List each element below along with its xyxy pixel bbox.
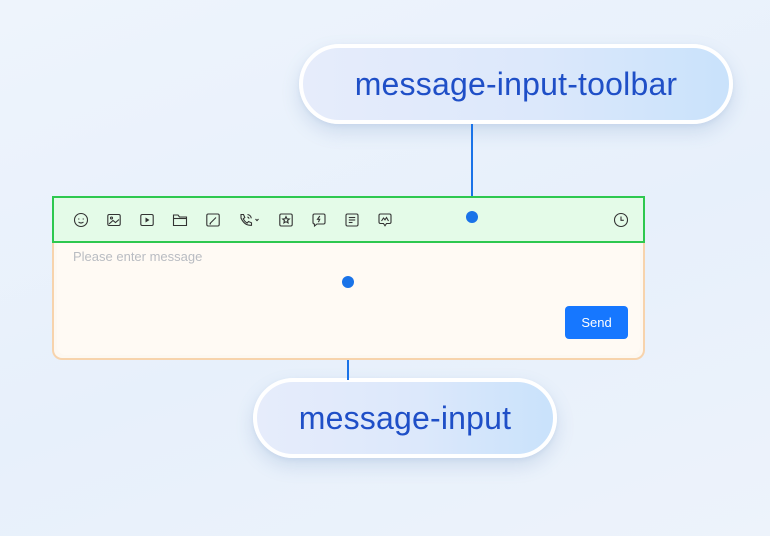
input-callout-text: message-input bbox=[298, 399, 512, 436]
input-callout-label: message-input bbox=[253, 378, 557, 458]
toolbar-callout-label: message-input-toolbar bbox=[299, 44, 733, 124]
send-button[interactable]: Send bbox=[565, 306, 628, 339]
video-icon[interactable] bbox=[139, 212, 155, 228]
note-icon[interactable] bbox=[344, 212, 360, 228]
screenshot-icon[interactable] bbox=[377, 212, 393, 228]
message-input[interactable]: Please enter message Send bbox=[52, 243, 645, 360]
message-input-toolbar bbox=[52, 196, 645, 243]
emoji-icon[interactable] bbox=[73, 212, 89, 228]
star-icon[interactable] bbox=[278, 212, 294, 228]
message-input-placeholder: Please enter message bbox=[73, 249, 203, 264]
message-editor: Please enter message Send bbox=[52, 196, 645, 360]
edit-icon[interactable] bbox=[205, 212, 221, 228]
toolbar-connector-line bbox=[471, 124, 473, 216]
message-input-field[interactable]: Please enter message Send bbox=[57, 243, 640, 355]
phone-call-icon[interactable] bbox=[238, 212, 262, 228]
quick-reply-icon[interactable] bbox=[311, 212, 327, 228]
toolbar-connector-dot bbox=[466, 211, 478, 223]
folder-icon[interactable] bbox=[172, 212, 188, 228]
input-connector-dot bbox=[342, 276, 354, 288]
history-clock-icon[interactable] bbox=[613, 212, 629, 228]
image-icon[interactable] bbox=[106, 212, 122, 228]
toolbar-callout-text: message-input-toolbar bbox=[354, 65, 678, 102]
